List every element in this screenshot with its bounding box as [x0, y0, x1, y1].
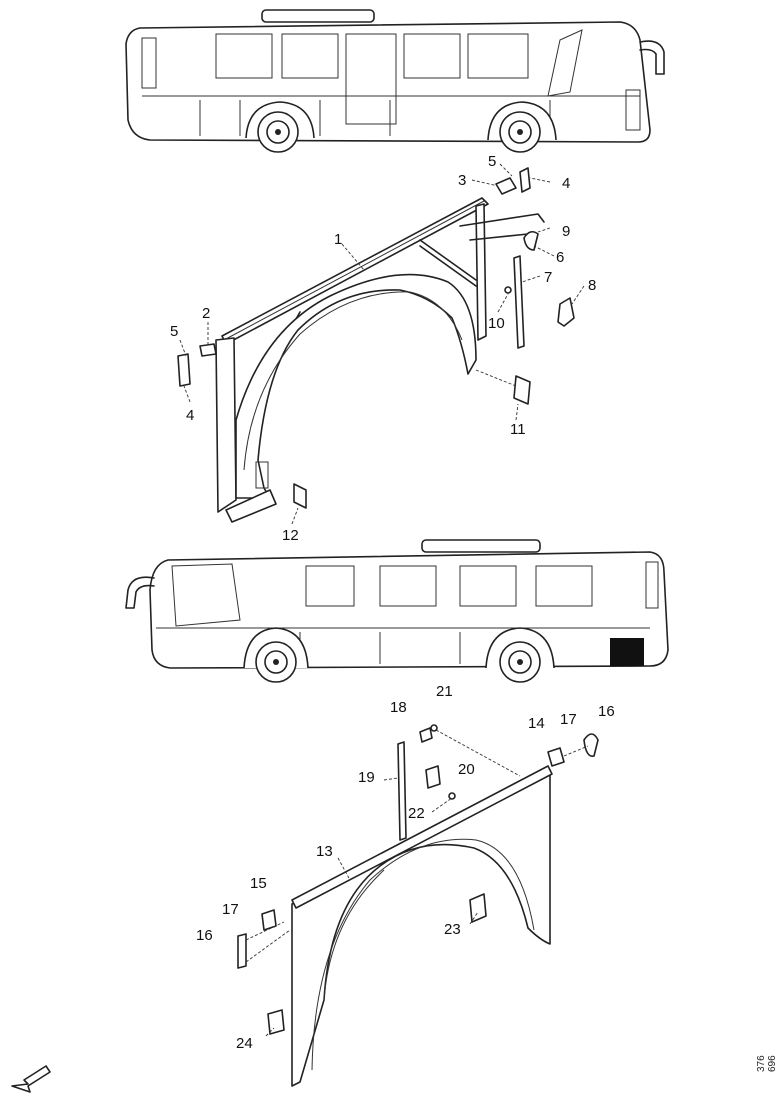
callout-4: 4 — [186, 407, 194, 424]
callout-5: 5 — [170, 323, 178, 340]
part-15 — [261, 909, 277, 931]
callout-17: 17 — [560, 711, 577, 728]
callout-18: 18 — [390, 699, 407, 716]
part-21 — [430, 724, 438, 732]
part-6 — [523, 230, 539, 251]
callout-8: 8 — [588, 277, 596, 294]
callout-2: 2 — [202, 305, 210, 322]
callout-17: 17 — [222, 901, 239, 918]
part-24 — [267, 1009, 285, 1035]
part-18 — [419, 727, 433, 743]
callout-20: 20 — [458, 761, 475, 778]
callout-16: 16 — [598, 703, 615, 720]
callout-22: 22 — [408, 805, 425, 822]
part-3 — [495, 177, 517, 195]
callout-numbers: 1 2 3 4 4 5 5 6 7 8 9 10 11 12 13 14 15 … — [170, 153, 615, 1052]
callout-13: 13 — [316, 843, 333, 860]
part-23 — [469, 893, 487, 923]
callout-23: 23 — [444, 921, 461, 938]
callout-11: 11 — [510, 421, 526, 438]
upper-small-parts — [177, 167, 575, 509]
leader-lines — [179, 163, 589, 1037]
part-10 — [504, 286, 512, 294]
rear-wheel-arch-panel-assembly — [215, 197, 545, 523]
part-20 — [425, 765, 441, 789]
part-12 — [293, 483, 307, 509]
document-reference-number: 376 696 — [756, 1055, 778, 1072]
callout-4: 4 — [562, 175, 570, 192]
callout-16: 16 — [196, 927, 213, 944]
callout-12: 12 — [282, 527, 299, 544]
bus-side-view-top — [125, 9, 665, 153]
part-4-lower — [177, 353, 191, 387]
callout-15: 15 — [250, 875, 267, 892]
part-7 — [513, 255, 525, 349]
callout-6: 6 — [556, 249, 564, 266]
callout-10: 10 — [488, 315, 505, 332]
front-wheel-arch-panel-assembly — [237, 724, 599, 1087]
part-4-upper — [519, 167, 531, 193]
callout-14: 14 — [528, 715, 545, 732]
part-19 — [397, 741, 407, 841]
callout-19: 19 — [358, 769, 375, 786]
callout-21: 21 — [436, 683, 453, 700]
part-11 — [513, 375, 531, 405]
callout-5: 5 — [488, 153, 496, 170]
bus-side-view-middle — [125, 539, 669, 683]
part-22 — [448, 792, 456, 800]
part-16-right — [583, 733, 599, 757]
direction-arrow-icon — [11, 1065, 51, 1093]
part-16-left — [237, 933, 247, 969]
callout-7: 7 — [544, 269, 552, 286]
part-14 — [547, 747, 565, 767]
part-2 — [199, 343, 217, 357]
part-8 — [557, 297, 575, 327]
callout-1: 1 — [334, 231, 342, 248]
callout-24: 24 — [236, 1035, 253, 1052]
callout-3: 3 — [458, 172, 466, 189]
callout-9: 9 — [562, 223, 570, 240]
